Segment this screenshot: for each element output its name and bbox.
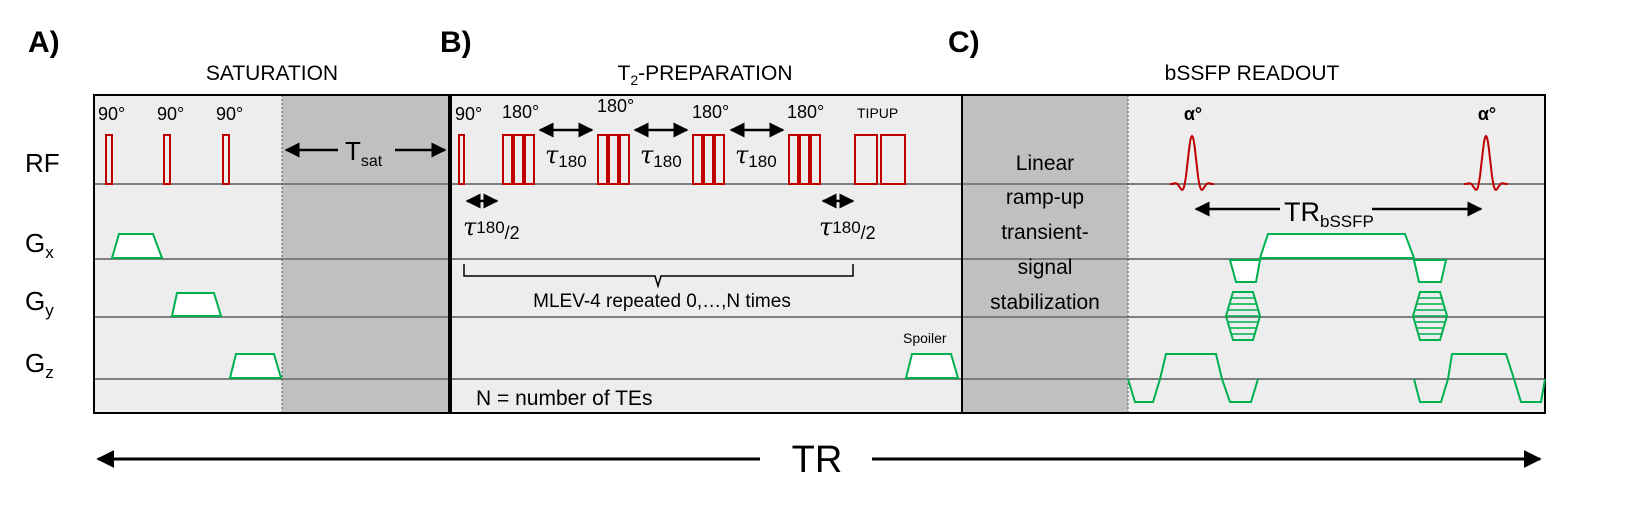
sat-pulse-label-2: 90° <box>157 104 184 124</box>
gz-lobe-2 <box>1413 353 1546 403</box>
t2prep-90-label: 90° <box>455 104 482 124</box>
gz-readout-lines <box>1127 353 1259 403</box>
mlev-block-1 <box>502 134 535 185</box>
panel-c-shade <box>962 95 1128 413</box>
panel-a-title: SATURATION <box>206 62 338 85</box>
rampup-line-5: stabilization <box>990 291 1100 314</box>
n-note: N = number of TEs <box>476 387 652 410</box>
tr-bssfp-label: TRbSSFP <box>1284 197 1374 231</box>
spoiler-label: Spoiler <box>903 330 947 346</box>
sat-pulse-label-3: 90° <box>216 104 243 124</box>
row-label-gz: Gz <box>25 348 54 382</box>
refocus-label-1: 180° <box>502 102 539 122</box>
tsat-label: Tsat <box>345 136 383 170</box>
sat-gx-lobe <box>110 233 164 259</box>
tipup-label: TIPUP <box>857 105 898 121</box>
gx-prephase-2 <box>1412 259 1448 283</box>
mlev-block-2 <box>597 134 630 185</box>
gx-prephase-1 <box>1228 259 1262 283</box>
saturation-rf-pulses <box>105 134 230 185</box>
panel-c-border <box>961 94 1546 414</box>
panel-b-letter: B) <box>440 26 472 59</box>
sat-gy-lobe <box>170 292 223 317</box>
tau180-label-2: τ180 <box>640 141 682 171</box>
gx-readout-lobe <box>1258 233 1416 259</box>
alpha-pulse-1 <box>1170 134 1214 191</box>
spoiler-lobe <box>904 353 960 379</box>
gy-phase-table-1 <box>1224 291 1262 341</box>
refocus-label-2: 180° <box>597 96 634 116</box>
mlev-block-3 <box>692 134 725 185</box>
alpha-label-1: α° <box>1184 104 1202 124</box>
panel-b-title: T2-PREPARATION <box>617 62 792 88</box>
rampup-line-1: Linear <box>1016 152 1074 175</box>
panel-c-title: bSSFP READOUT <box>1165 62 1340 85</box>
gy-phase-table-2 <box>1411 291 1449 341</box>
panel-b-bg <box>450 95 962 413</box>
mlev-block-4 <box>788 134 821 185</box>
tr-total-label: TR <box>792 439 843 481</box>
panel-a-shade <box>282 95 450 413</box>
tau180-label-3: τ180 <box>735 141 777 171</box>
panel-c-letter: C) <box>948 26 980 59</box>
rampup-line-2: ramp-up <box>1006 186 1084 209</box>
rampup-line-4: signal <box>1018 256 1073 279</box>
sat-gz-lobe <box>228 353 283 379</box>
tipup-pulses <box>854 134 906 185</box>
mlev-brace <box>463 264 854 289</box>
tau-half-label-left: τ180/2 <box>463 213 520 243</box>
row-label-gy: Gy <box>25 286 54 320</box>
alpha-pulse-2 <box>1464 134 1508 191</box>
rampup-line-3: transient- <box>1001 221 1089 244</box>
row-label-gx: Gx <box>25 228 54 262</box>
tau-half-label-right: τ180/2 <box>819 213 876 243</box>
row-label-rf: RF <box>25 148 60 178</box>
t2prep-90-pulse <box>458 134 465 185</box>
sat-pulse-label-1: 90° <box>98 104 125 124</box>
tau180-label-1: τ180 <box>545 141 587 171</box>
alpha-label-2: α° <box>1478 104 1496 124</box>
mlev-label: MLEV-4 repeated 0,…,N times <box>533 291 791 312</box>
refocus-label-3: 180° <box>692 102 729 122</box>
refocus-label-4: 180° <box>787 102 824 122</box>
panel-a-letter: A) <box>28 26 60 59</box>
